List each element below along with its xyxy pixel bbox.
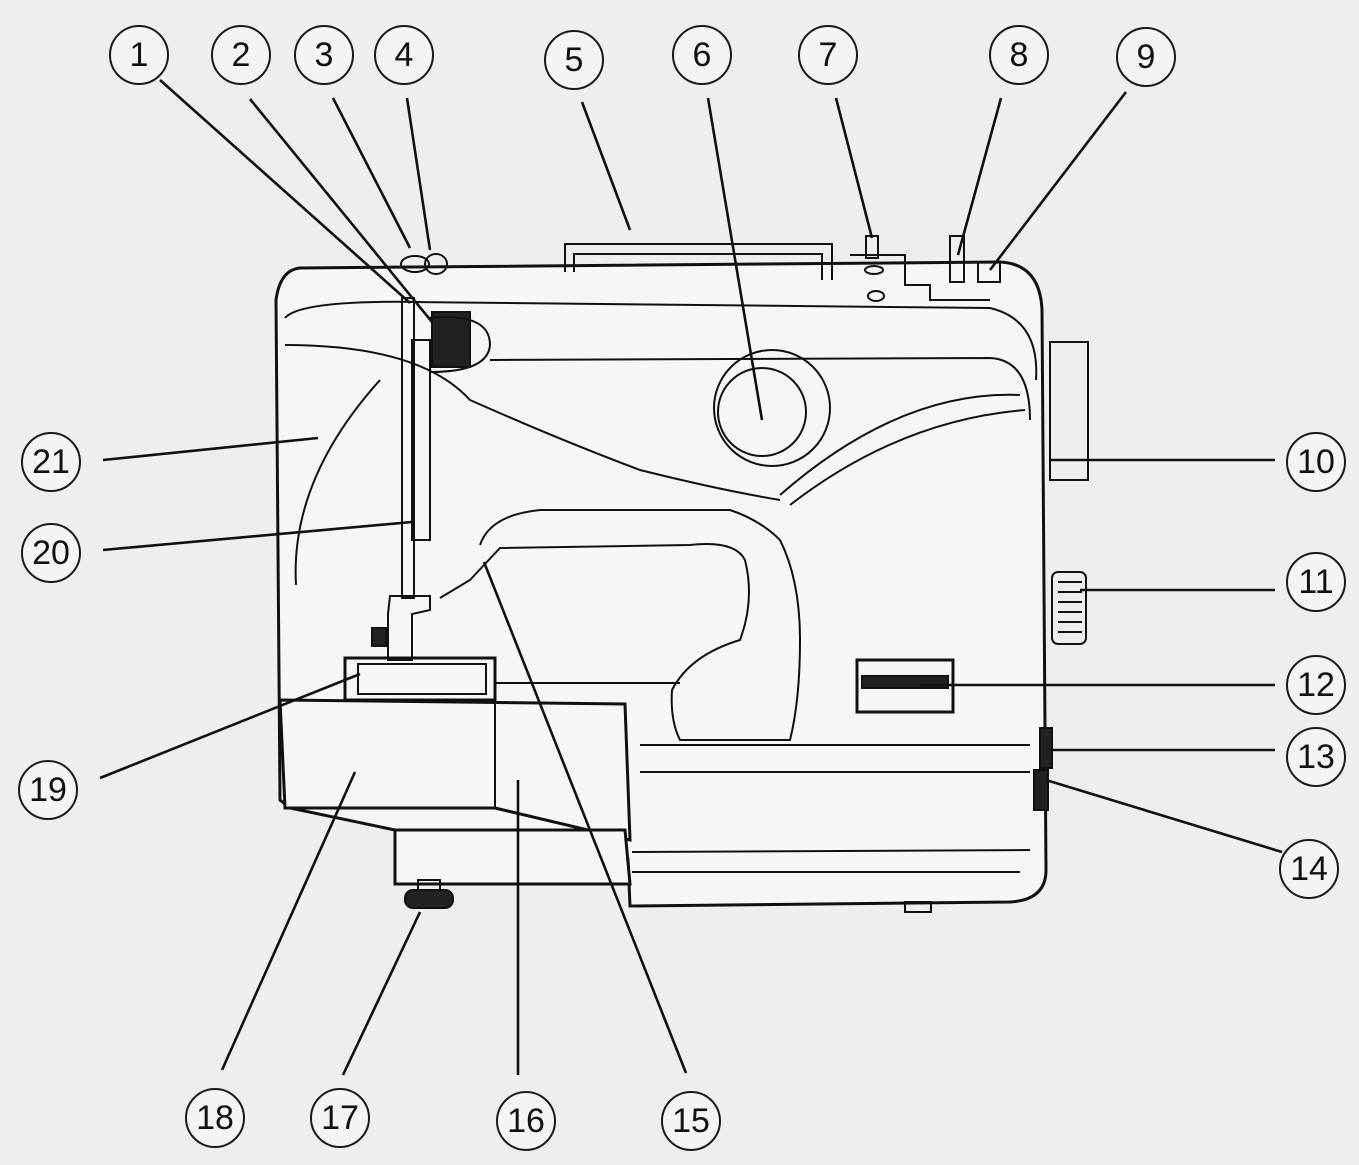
leader-19	[99, 672, 361, 780]
take-up-lever-slot	[411, 339, 431, 541]
spool-pin-base	[864, 265, 884, 275]
bobbin-winder-stopper	[949, 235, 965, 283]
leader-21	[102, 436, 319, 462]
callout-8-label: 8	[1010, 36, 1029, 74]
face-plate	[284, 300, 781, 501]
callout-16: 16	[496, 1091, 556, 1151]
callout-19: 19	[18, 760, 78, 820]
stitch-length-dial	[1051, 571, 1087, 645]
callout-10-label: 10	[1297, 443, 1335, 481]
leader-15	[482, 561, 688, 1074]
leader-8	[956, 97, 1003, 256]
leader-4	[405, 97, 432, 251]
callout-5-label: 5	[565, 41, 584, 79]
foot-stem	[417, 879, 441, 891]
thread-tension-dial	[431, 311, 471, 368]
callout-9-label: 9	[1137, 38, 1156, 76]
callout-6: 6	[672, 25, 732, 85]
leader-7	[834, 97, 874, 239]
top-panel-edge	[850, 254, 990, 301]
leader-2	[248, 98, 434, 323]
dial-ridges	[1058, 581, 1082, 633]
callout-12: 12	[1286, 655, 1346, 715]
base-rail	[393, 828, 632, 886]
callout-15-label: 15	[672, 1102, 710, 1140]
leader-17	[341, 911, 422, 1076]
arm-sweep	[779, 393, 1026, 506]
thread-guide-knob	[424, 253, 448, 275]
callout-2-label: 2	[232, 36, 251, 74]
leader-20	[102, 520, 413, 552]
extension-table	[278, 698, 632, 842]
leader-6	[706, 97, 764, 421]
carrying-handle	[564, 243, 833, 280]
needle-clamp-screw	[371, 627, 387, 647]
callout-16-label: 16	[507, 1102, 545, 1140]
callout-11: 11	[1286, 552, 1346, 612]
callout-2: 2	[211, 25, 271, 85]
callout-7: 7	[798, 25, 858, 85]
callout-19-label: 19	[29, 771, 67, 809]
base-lines	[495, 682, 1031, 873]
feed-dog-area	[357, 663, 487, 695]
callout-13: 13	[1286, 727, 1346, 787]
pattern-dial-inner	[717, 367, 807, 457]
callout-21-label: 21	[32, 443, 70, 481]
leader-14	[1045, 778, 1283, 854]
leader-5	[580, 101, 632, 231]
sewing-machine-drawing	[274, 235, 1089, 913]
leader-1	[159, 79, 411, 304]
head-upper-line	[409, 301, 1038, 381]
leader-lines	[99, 79, 1283, 1076]
callout-18-label: 18	[196, 1099, 234, 1137]
callout-9: 9	[1116, 27, 1176, 87]
leader-18	[220, 771, 357, 1071]
callout-14-label: 14	[1290, 850, 1328, 888]
pattern-dial-outer	[713, 349, 831, 467]
callout-11-label: 11	[1298, 563, 1333, 601]
presser-foot	[387, 595, 431, 661]
callout-4-label: 4	[395, 36, 414, 74]
tension-housing	[427, 316, 492, 373]
top-cover-hole	[867, 290, 885, 302]
callout-1-label: 1	[130, 36, 149, 74]
callout-8: 8	[989, 25, 1049, 85]
needle-bar	[401, 297, 415, 599]
callout-3-label: 3	[315, 36, 334, 74]
leader-9	[988, 91, 1128, 271]
power-socket	[1033, 769, 1049, 811]
adjustable-foot	[404, 889, 454, 909]
callout-4: 4	[374, 25, 434, 85]
rear-foot	[904, 901, 932, 913]
callout-21: 21	[21, 432, 81, 492]
face-plate-curve	[294, 379, 381, 586]
callout-3: 3	[294, 25, 354, 85]
leader-3	[331, 97, 412, 249]
callout-15: 15	[661, 1091, 721, 1151]
hand-wheel	[1049, 341, 1089, 481]
upper-thread-guide	[400, 255, 430, 273]
callout-6-label: 6	[693, 36, 712, 74]
callout-12-label: 12	[1297, 666, 1335, 704]
callout-20: 20	[21, 523, 81, 583]
callout-5: 5	[544, 30, 604, 90]
callout-13-label: 13	[1297, 738, 1335, 776]
callout-10: 10	[1286, 432, 1346, 492]
head-panel	[489, 356, 1031, 421]
power-switch	[1039, 727, 1053, 769]
callout-7-label: 7	[819, 36, 838, 74]
callouts: 1 2 3 4 5 6 7 8 9 10 11 12 13 14 15 16 1…	[18, 25, 1346, 1151]
free-arm-opening	[439, 509, 802, 741]
bobbin-winder-spindle	[977, 261, 1001, 283]
callout-17: 17	[310, 1088, 370, 1148]
callout-20-label: 20	[32, 534, 70, 572]
callout-14: 14	[1279, 839, 1339, 899]
callout-1: 1	[109, 25, 169, 85]
callout-17-label: 17	[321, 1099, 359, 1137]
callout-18: 18	[185, 1088, 245, 1148]
